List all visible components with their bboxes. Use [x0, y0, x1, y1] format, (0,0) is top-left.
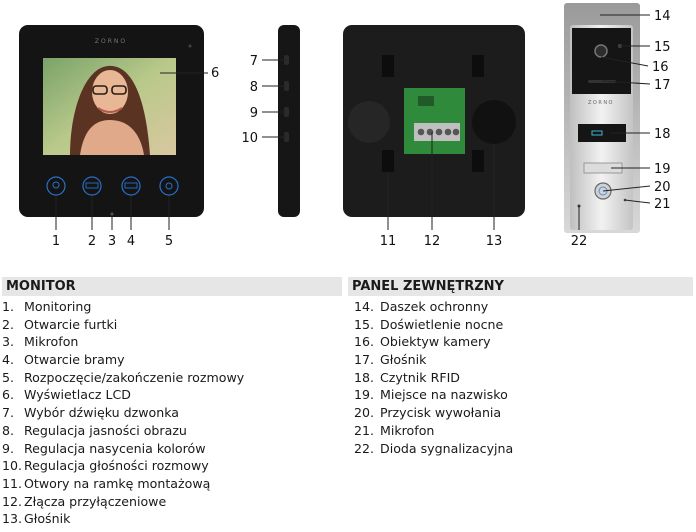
monitor-side [278, 25, 300, 217]
monitor-brand-logo: ZORNO [95, 38, 127, 45]
outdoor-panel-legend-list: 14.Daszek ochronny 15.Doświetlenie nocne… [348, 298, 693, 457]
callout-17: 17 [654, 78, 671, 93]
camera-lens [594, 44, 608, 58]
monitoring-icon [52, 181, 60, 189]
list-item: 11.Otwory na ramkę montażową [2, 475, 211, 491]
monitoring-button[interactable] [46, 176, 66, 196]
callout-2: 2 [88, 234, 96, 249]
callout-11: 11 [380, 234, 397, 249]
callout-12: 12 [424, 234, 441, 249]
product-diagram: ZORNO [19, 3, 671, 249]
mount-hole-bottom-left [382, 150, 394, 172]
monitor-legend: MONITOR 1.Monitoring 2.Otwarcie furtki 3… [2, 277, 342, 528]
monitor-front: ZORNO [19, 25, 204, 217]
list-item: 21.Mikrofon [354, 422, 435, 438]
volume-button[interactable] [284, 132, 289, 142]
callout-5: 5 [165, 234, 173, 249]
callout-8: 8 [250, 80, 258, 95]
list-item: 12.Złącza przyłączeniowe [2, 493, 167, 509]
monitor-side-body [278, 25, 300, 217]
list-item: 3.Mikrofon [2, 334, 79, 350]
monitor-buttons [46, 176, 179, 196]
callout-numbers: 1 2 3 4 5 6 7 8 9 10 11 12 13 14 15 16 1… [52, 9, 671, 249]
brightness-button[interactable] [284, 81, 289, 91]
list-item: 10.Regulacja głośności rozmowy [2, 458, 209, 474]
list-item: 14.Daszek ochronny [354, 299, 489, 314]
monitor-microphone-dot [188, 44, 192, 48]
callout-14: 14 [654, 9, 671, 24]
panel-brand-logo: ZORNO [588, 100, 614, 106]
gate-icon [85, 182, 99, 189]
gate-open-button[interactable] [82, 176, 102, 196]
pcb-chip [418, 96, 434, 106]
leader-lines [55, 14, 651, 230]
list-item: 6.Wyświetlacz LCD [2, 387, 131, 403]
callout-9: 9 [250, 106, 258, 121]
callout-6: 6 [211, 66, 219, 81]
list-item: 19.Miejsce na nazwisko [354, 387, 508, 403]
callout-19: 19 [654, 162, 671, 177]
callout-10: 10 [241, 131, 258, 146]
list-item: 13.Głośnik [2, 511, 71, 527]
list-item: 7.Wybór dźwięku dzwonka [2, 405, 179, 421]
rfid-indicator [591, 130, 603, 136]
list-item: 15.Doświetlenie nocne [354, 316, 504, 332]
callout-7: 7 [250, 54, 258, 69]
monitor-legend-title: MONITOR [2, 277, 342, 296]
callout-21: 21 [654, 197, 671, 212]
list-item: 5.Rozpoczęcie/zakończenie rozmowy [2, 369, 245, 385]
talk-button[interactable] [159, 176, 179, 196]
callout-1: 1 [52, 234, 60, 249]
mount-hole-top-right [472, 55, 484, 77]
screen-person-image [70, 65, 150, 155]
list-item: 1.Monitoring [2, 299, 92, 314]
outdoor-panel: ZORNO [564, 3, 640, 233]
outdoor-panel-legend: PANEL ZEWNĘTRZNY 14.Daszek ochronny 15.D… [348, 277, 693, 457]
saturation-button[interactable] [284, 107, 289, 117]
list-item: 18.Czytnik RFID [354, 369, 460, 385]
list-item: 8.Regulacja jasności obrazu [2, 422, 187, 438]
mount-hole-bottom-right [472, 150, 484, 172]
wicket-open-button[interactable] [121, 176, 141, 196]
list-item: 17.Głośnik [354, 352, 427, 368]
monitor-back [343, 25, 525, 217]
callout-4: 4 [127, 234, 135, 249]
callout-15: 15 [654, 40, 671, 55]
callout-20: 20 [654, 180, 671, 195]
front-microphone-hole [110, 212, 114, 216]
callout-22: 22 [571, 234, 588, 249]
monitor-legend-list: 1.Monitoring 2.Otwarcie furtki 3.Mikrofo… [2, 298, 342, 528]
callout-16: 16 [652, 60, 669, 75]
handset-icon [165, 182, 173, 190]
callout-3: 3 [108, 234, 116, 249]
list-item: 20.Przycisk wywołania [354, 405, 502, 421]
wicket-icon [124, 182, 138, 189]
callout-18: 18 [654, 127, 671, 142]
callout-13: 13 [486, 234, 503, 249]
list-item: 9.Regulacja nasycenia kolorów [2, 440, 206, 456]
connector-board [404, 88, 465, 154]
terminal-block [414, 123, 460, 141]
speaker-grille [472, 100, 516, 144]
list-item: 16.Obiektyw kamery [354, 334, 491, 350]
list-item: 4.Otwarcie bramy [2, 352, 125, 368]
outdoor-panel-legend-title: PANEL ZEWNĘTRZNY [348, 277, 693, 296]
list-item: 22.Dioda sygnalizacyjna [354, 440, 514, 456]
mount-hole-top-left [382, 55, 394, 77]
ringtone-button[interactable] [284, 55, 289, 65]
list-item: 2.Otwarcie furtki [2, 316, 118, 332]
back-left-bump [348, 101, 390, 143]
